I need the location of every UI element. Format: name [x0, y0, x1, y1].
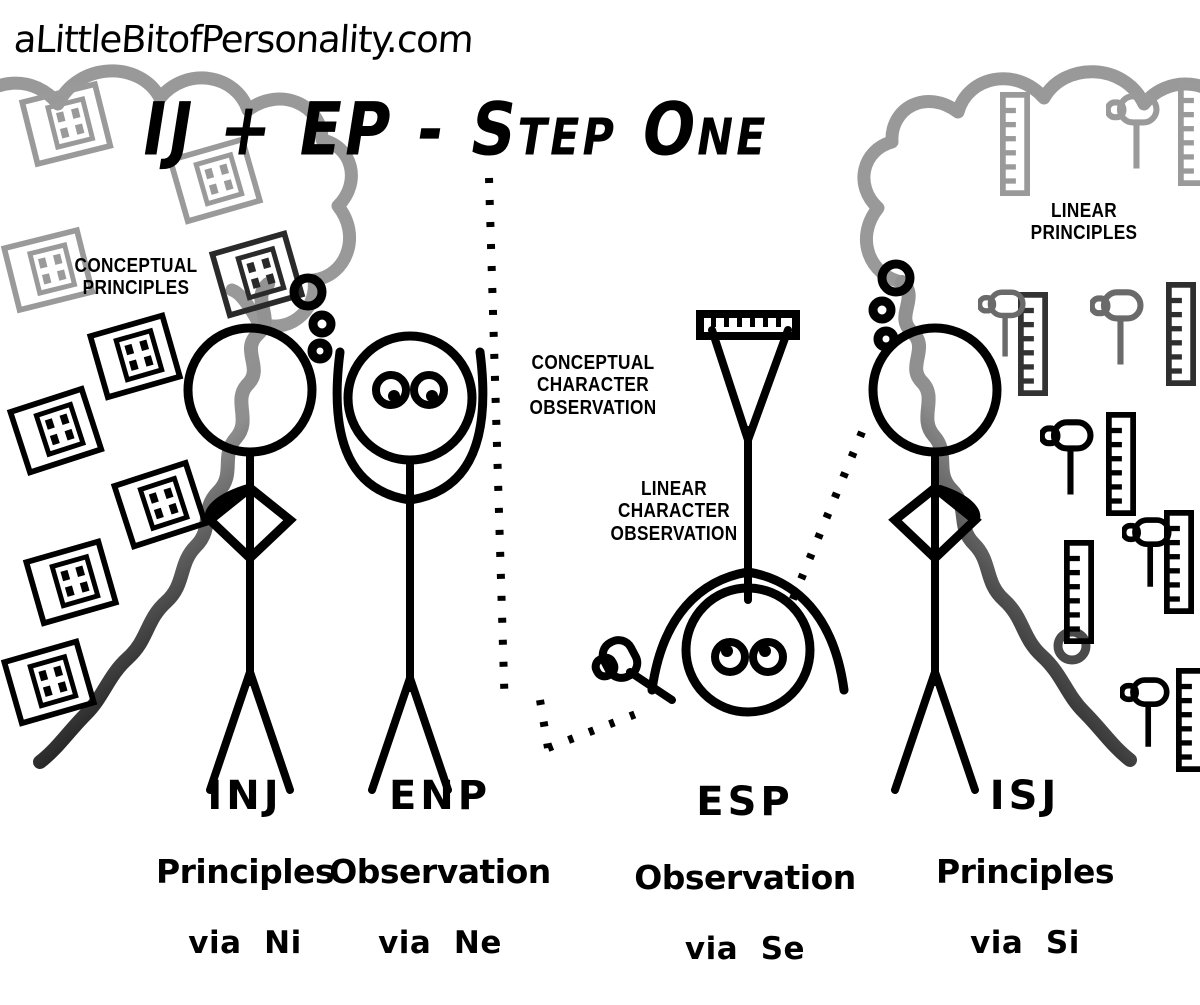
caption-esp: ESP Observation via Se	[610, 744, 880, 1005]
caption-enp-code: ENP	[388, 773, 492, 819]
esp-eyes	[711, 638, 787, 676]
thought-bubble-icon-left	[289, 273, 336, 364]
figure-esp	[591, 310, 849, 717]
site-url[interactable]: aLittleBitofPersonality.com	[12, 18, 475, 61]
caption-enp-word: Observation	[329, 851, 551, 891]
linear-tool-icon-group	[980, 85, 1200, 770]
pointer-esp-hand	[546, 710, 638, 752]
pointer-enp-upper	[485, 177, 509, 702]
callout-linear-character-observation: LINEAR CHARACTER OBSERVATION	[610, 478, 738, 545]
callout-linear-principles: LINEAR PRINCIPLES	[1030, 200, 1138, 245]
caption-enp: ENP Observation via Ne	[305, 738, 575, 999]
caption-esp-via: via Se	[684, 931, 806, 968]
caption-isj-word: Principles	[935, 851, 1115, 891]
right-thought-cloud	[857, 65, 1200, 289]
caption-isj-code: ISJ	[989, 773, 1061, 819]
caption-inj-code: INJ	[207, 773, 283, 819]
pointer-enp-lower	[536, 699, 552, 749]
esp-ruler-icon	[696, 310, 800, 340]
figure-enp	[332, 331, 488, 794]
caption-inj-word: Principles	[155, 851, 335, 891]
caption-esp-word: Observation	[634, 857, 856, 897]
figure-isj	[868, 323, 1002, 794]
left-thought-cloud	[0, 64, 358, 333]
caption-enp-via: via Ne	[378, 925, 502, 962]
enp-eyes	[372, 371, 448, 409]
right-cloud-tail	[895, 275, 1137, 767]
figure-inj	[183, 323, 317, 794]
caption-isj-via: via Si	[970, 925, 1080, 962]
caption-isj: ISJ Principles via Si	[890, 738, 1160, 999]
caption-esp-code: ESP	[696, 779, 794, 825]
esp-mallet-icon	[591, 636, 676, 704]
pointer-isj-esp	[786, 430, 866, 608]
callout-conceptual-principles: CONCEPTUAL PRINCIPLES	[74, 255, 198, 300]
pointer-lines	[485, 177, 866, 752]
comic-canvas: aLittleBitofPersonality.com IJ + EP - St…	[0, 18, 1200, 967]
page-title: IJ + EP - Step One	[136, 86, 777, 173]
callout-conceptual-character-observation: CONCEPTUAL CHARACTER OBSERVATION	[529, 352, 657, 419]
illustration	[0, 64, 1200, 794]
